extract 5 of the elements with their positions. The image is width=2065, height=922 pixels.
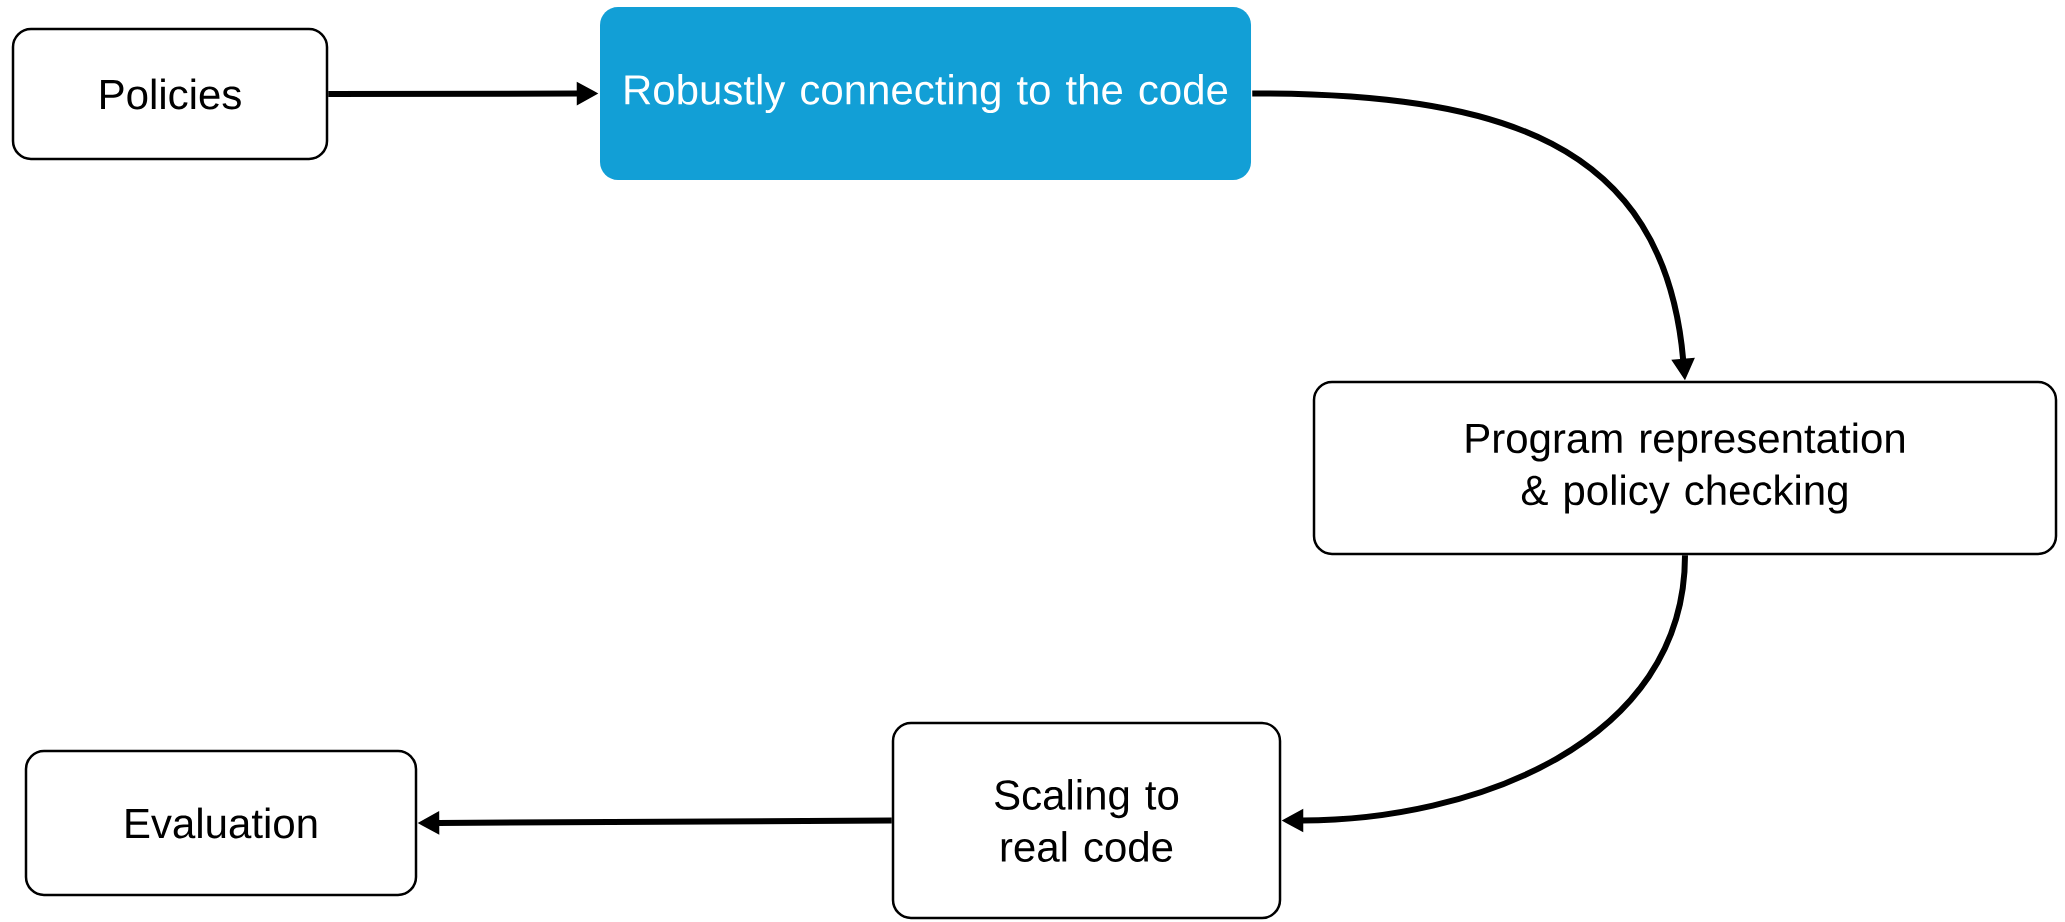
process-box: Evaluation (24, 749, 418, 897)
process-box: Program representation & policy checking (1312, 380, 2058, 556)
process-box: Policies (11, 27, 329, 161)
process-box: Robustly connecting to the code (600, 7, 1251, 180)
process-box: Scaling to real code (891, 721, 1282, 920)
